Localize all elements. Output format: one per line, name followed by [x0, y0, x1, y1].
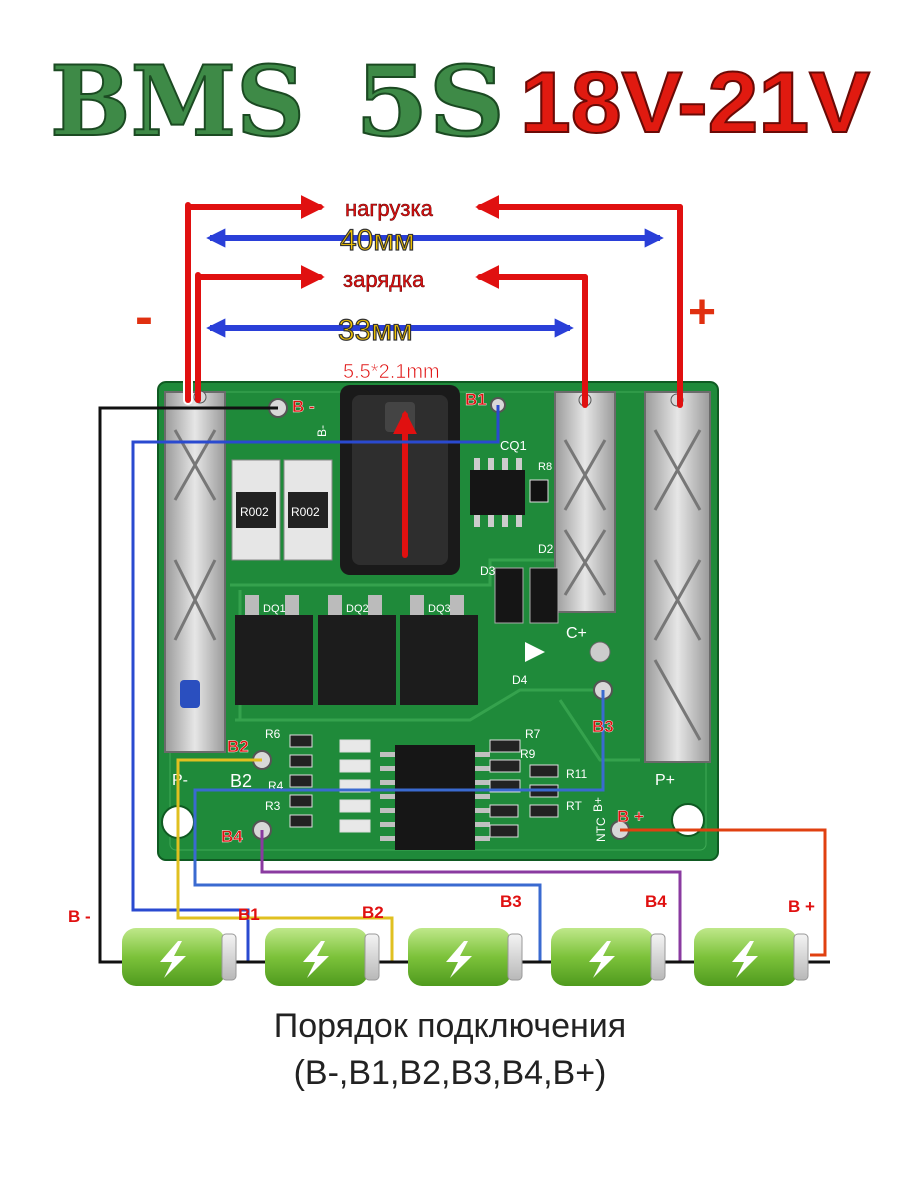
pad-label-b3: B3	[592, 717, 614, 736]
smd-components	[289, 734, 559, 838]
pad-label-b1: B1	[465, 390, 487, 409]
silk-b-minus: B-	[315, 425, 329, 437]
battery-labels: B - B1 B2 B3 B4 B +	[68, 892, 815, 926]
batt-label-b3: B3	[500, 892, 522, 911]
pcb-board: R002 R002 CQ1 R8 D2 D3 DQ1	[157, 381, 719, 861]
title: BMS 5S 18V-21V	[49, 44, 871, 159]
p-minus-strip	[164, 391, 226, 753]
pad-label-b-minus: B -	[292, 397, 315, 416]
wire-b-plus	[620, 828, 827, 957]
battery-cell-2	[265, 928, 380, 986]
pad-label-b4: B4	[221, 827, 243, 846]
lightning-icon	[446, 941, 472, 978]
wire-b3	[193, 690, 605, 962]
silk-b-plus: B+	[591, 797, 605, 812]
dimension-arrows	[206, 228, 664, 338]
label-load: нагрузка	[345, 196, 434, 221]
battery-pack	[100, 928, 830, 986]
label-jack-size: 5.5*2.1mm	[343, 361, 440, 383]
label-charge: зарядка	[343, 267, 425, 292]
dc-jack	[340, 385, 460, 575]
silk-d4: D4	[512, 673, 528, 687]
silk-r11: R11	[566, 767, 587, 781]
lightning-icon	[303, 941, 329, 978]
lightning-icon	[160, 941, 186, 978]
polarity-marks: - +	[135, 286, 716, 347]
sense-resistors: R002 R002	[231, 459, 333, 561]
wire-b2	[176, 758, 394, 962]
mosfets: DQ1 DQ2 DQ3	[235, 595, 478, 705]
silk-p-plus: P+	[655, 772, 675, 789]
silk-cq1: CQ1	[500, 438, 527, 453]
main-bms-ic	[380, 745, 490, 850]
charge-plus-strip	[554, 391, 616, 613]
batt-label-b-minus: B -	[68, 907, 91, 926]
silk-b2: B2	[230, 771, 252, 791]
silk-r002-left: R002	[240, 505, 269, 519]
silk-dq1: DQ1	[263, 603, 286, 615]
batt-label-b1: B1	[238, 905, 260, 924]
wire-b4	[260, 830, 682, 962]
silk-d3: D3	[480, 564, 496, 578]
batt-label-b-plus: B +	[788, 897, 815, 916]
silk-dq3: DQ3	[428, 603, 451, 615]
silk-p-minus: P-	[172, 772, 188, 789]
silk-c-plus: C+	[566, 625, 587, 642]
battery-cell-4	[551, 928, 666, 986]
load-charge-lines	[183, 195, 683, 558]
pad-label-b-plus: B +	[617, 807, 644, 826]
silk-r002-right: R002	[291, 505, 320, 519]
batt-label-b2: B2	[362, 903, 384, 922]
title-bms: BMS	[50, 45, 305, 158]
pad-label-b2: B2	[227, 737, 249, 756]
silk-ntc: NTC	[594, 817, 608, 842]
protection-ic-top: CQ1 R8	[470, 438, 552, 527]
silk-r9: R9	[520, 747, 536, 761]
silk-r7: R7	[525, 727, 541, 741]
title-cells: 5S	[355, 45, 505, 158]
silk-r8: R8	[538, 461, 552, 473]
lightning-icon	[732, 941, 758, 978]
dimension-labels: нагрузка 40мм зарядка 33мм 5.5*2.1mm	[337, 196, 440, 384]
silk-dq2: DQ2	[346, 603, 369, 615]
silk-rt: RT	[566, 799, 582, 813]
label-load-width: 40мм	[340, 224, 415, 257]
polarity-minus: -	[135, 287, 153, 347]
p-plus-strip	[644, 391, 711, 763]
silkscreen-labels: R6 R7 R9 R11 RT R3 R4 NTC B+ B-	[265, 425, 608, 842]
diodes-d2-d3: D2 D3	[480, 542, 559, 624]
title-voltage: 18V-21V	[520, 55, 870, 151]
battery-cell-5	[694, 928, 809, 986]
pad-labels: B - B1 B2 B3 B4 B +	[221, 390, 644, 846]
caption-line-2: (B-,B1,B2,B3,B4,B+)	[293, 1054, 607, 1092]
polarity-plus: +	[688, 286, 716, 339]
battery-cell-3	[408, 928, 523, 986]
silk-r6: R6	[265, 727, 281, 741]
batt-label-b4: B4	[645, 892, 667, 911]
silk-d2: D2	[538, 542, 554, 556]
label-charge-width: 33мм	[338, 314, 413, 347]
cap-and-d4: C+ D4	[512, 625, 611, 687]
silk-r3: R3	[265, 799, 281, 813]
caption-line-1: Порядок подключения	[273, 1007, 627, 1045]
lightning-icon	[589, 941, 615, 978]
battery-cell-1	[122, 928, 237, 986]
